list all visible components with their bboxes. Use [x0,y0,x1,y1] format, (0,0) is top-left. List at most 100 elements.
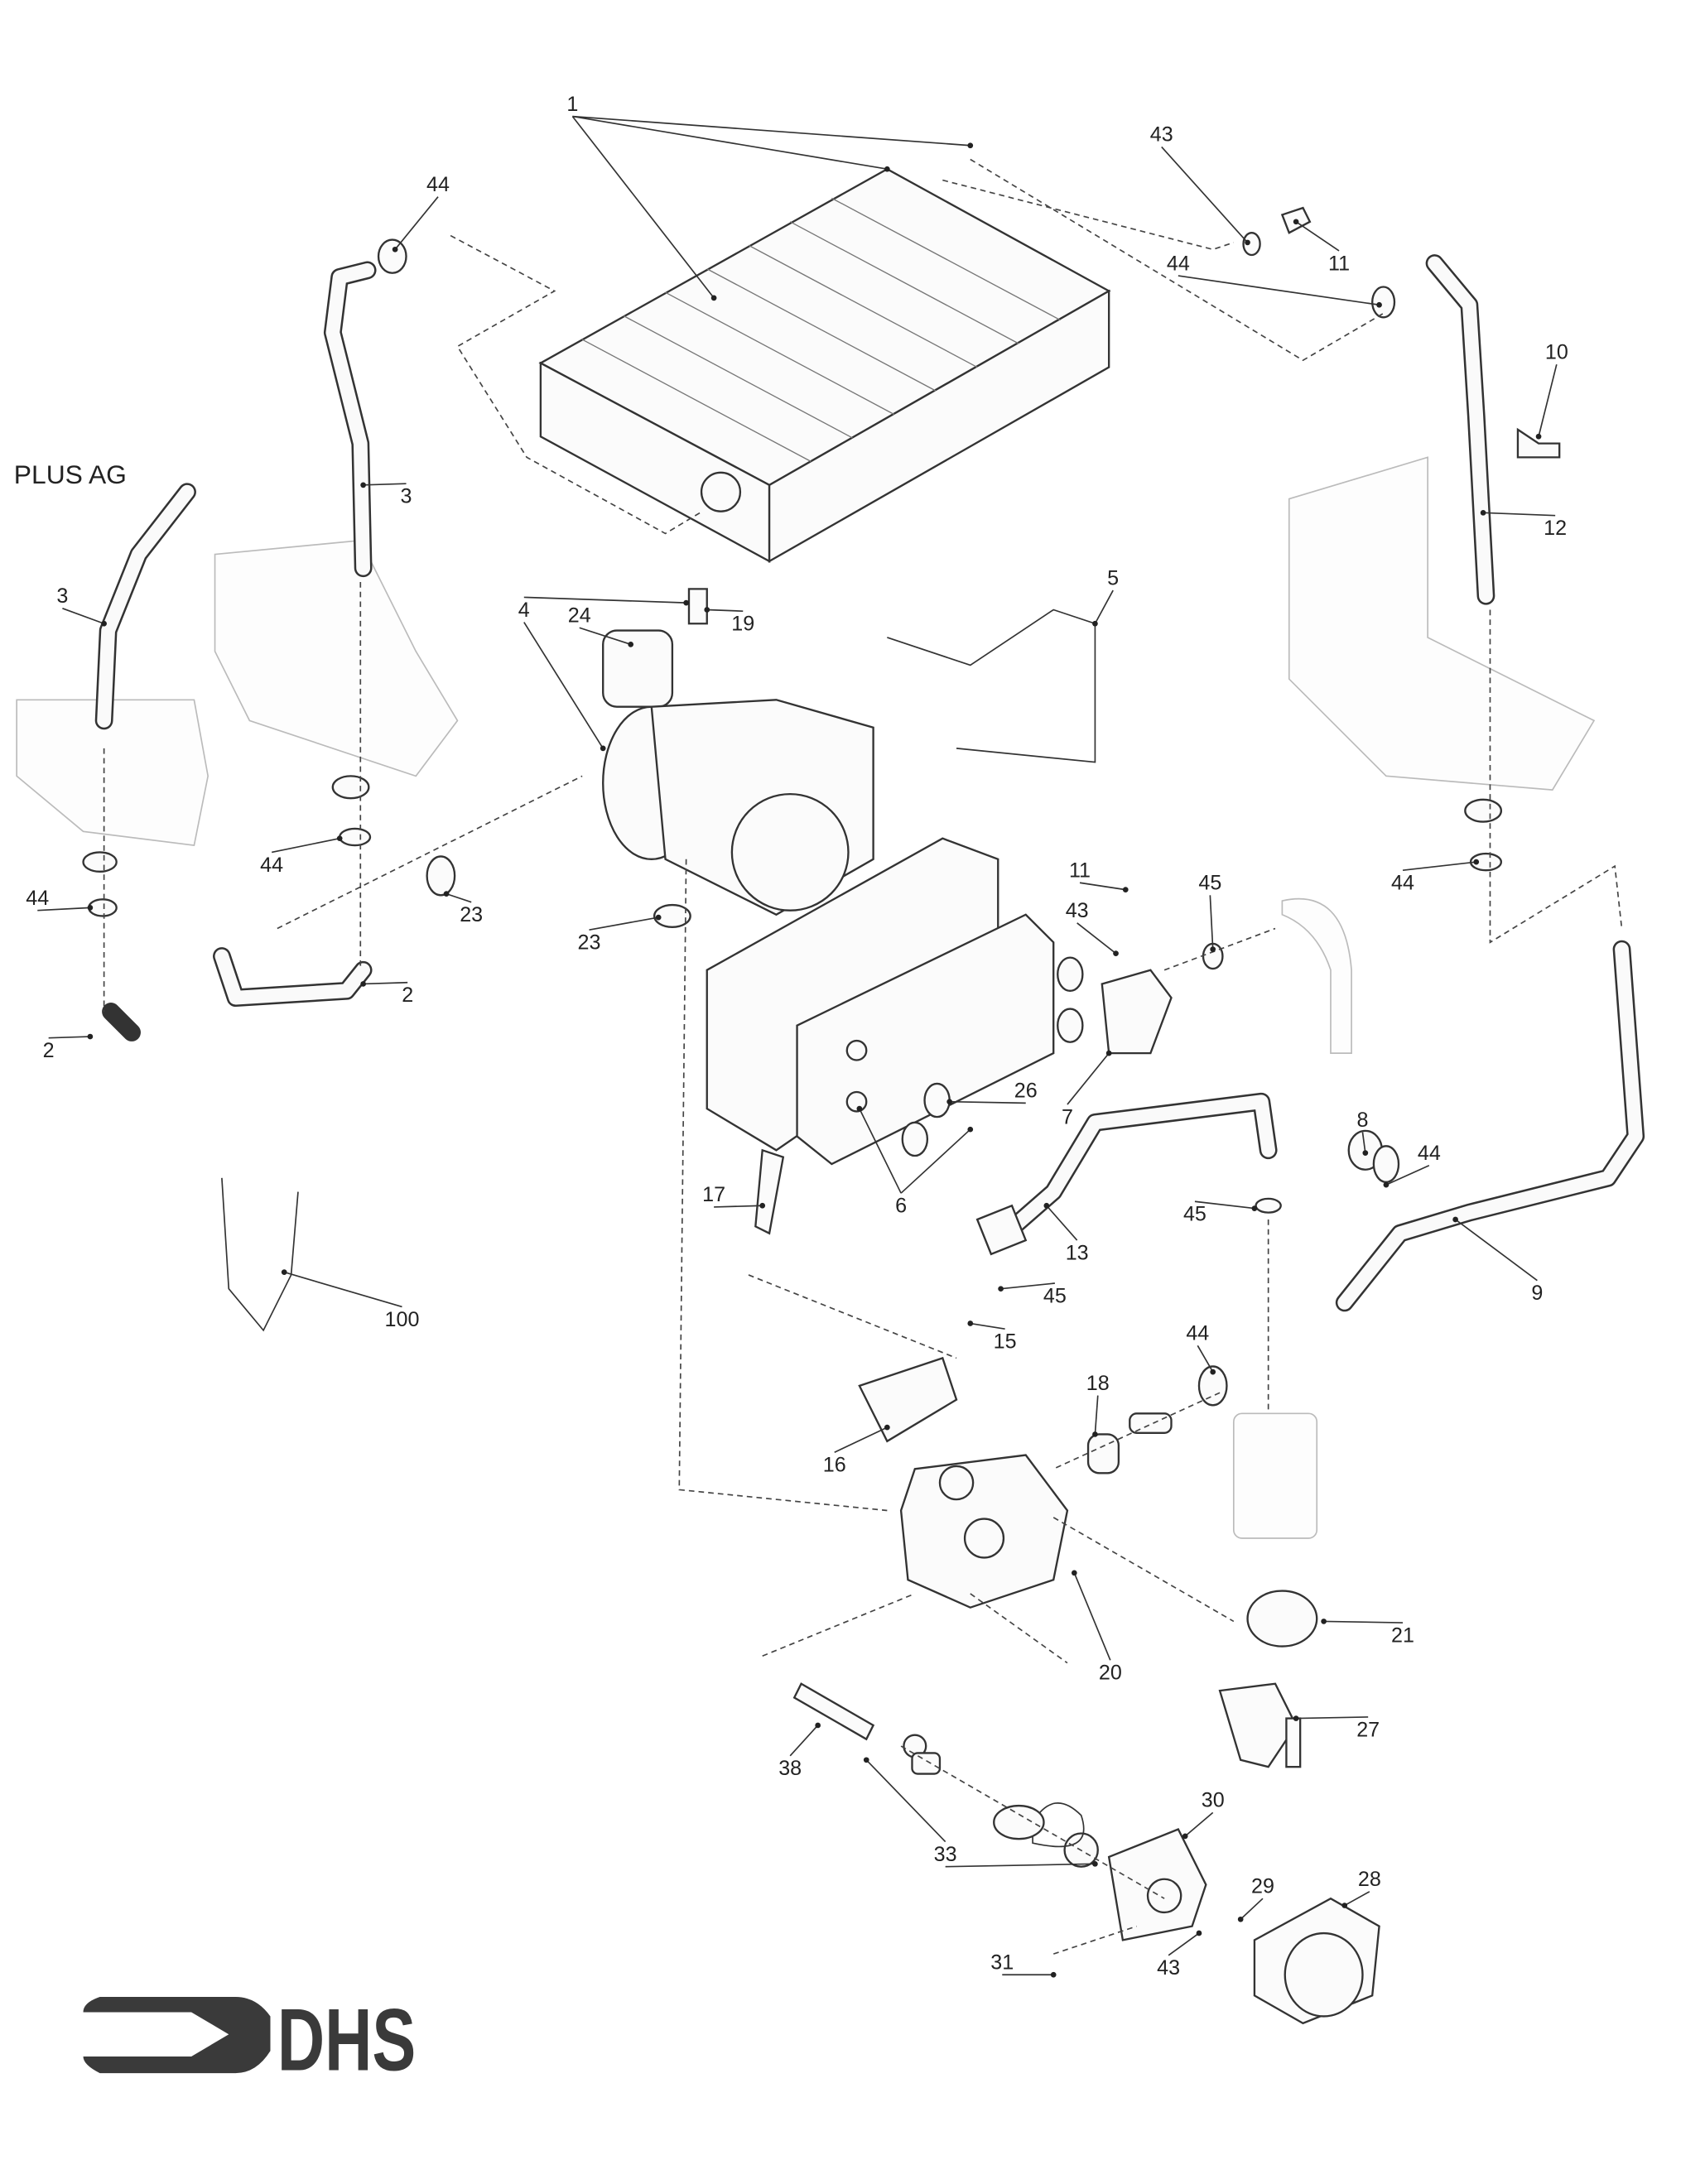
leader-line-2 [363,981,408,985]
leader-dot [884,166,890,172]
diverter-valve-cover [1032,1802,1207,1941]
callout-8: 8 [1356,1109,1368,1132]
leader-dot [101,620,107,627]
callout-45: 45 [1198,872,1221,895]
leader-dot [1362,1150,1369,1156]
ghost-frame-left [16,539,459,846]
leader-dot [392,246,398,253]
leader-dot [1113,950,1119,956]
callout-3: 3 [401,485,412,508]
callout-43: 43 [1150,123,1173,147]
leader-dot [683,599,689,606]
leader-line-44 [37,907,90,912]
leader-line-3 [363,483,407,486]
leader-dot [600,745,606,752]
callout-23: 23 [460,903,483,926]
leader-dot [1376,301,1382,308]
leader-line-19 [706,609,744,613]
leader-line-38 [789,1725,819,1757]
callout-21: 21 [1391,1624,1414,1648]
leader-dot [281,1269,287,1275]
leader-line-13 [1046,1205,1078,1241]
leader-dot [1122,887,1129,892]
leader-dot [967,1321,974,1326]
leader-line-43 [1076,922,1117,955]
leader-dot [336,835,343,842]
leader-line-6 [859,1108,902,1194]
callout-2: 2 [43,1039,55,1062]
leader-line-2 [48,1036,90,1039]
callout-31: 31 [990,1951,1014,1975]
leader-line-44 [1197,1345,1214,1373]
leader-line-45 [1000,1282,1055,1290]
leader-line-1 [572,115,971,147]
leader-line-43 [1168,1932,1200,1956]
leader-line-4 [523,622,604,749]
callout-16: 16 [823,1454,846,1477]
leader-line-3 [62,608,104,625]
leader-dot [1293,219,1299,225]
ghost-frame-right [1232,456,1596,1539]
leader-dot [1092,620,1098,627]
leader-line-44 [1402,861,1476,872]
leader-line-11 [1079,882,1126,891]
leader-dot [815,1722,821,1729]
callout-29: 29 [1251,1874,1274,1898]
leader-dot [87,905,94,911]
callout-45: 45 [1043,1284,1067,1307]
callout-44: 44 [26,887,49,910]
leader-line-6 [900,1128,971,1194]
leader-dot [628,641,634,647]
leader-dot [1092,1431,1098,1437]
leader-line-45 [1194,1200,1255,1210]
leader-dot [967,142,974,149]
fittings [82,206,1561,1434]
leader-dot [1182,1833,1188,1840]
leader-dot [360,482,366,488]
callout-38: 38 [778,1757,802,1780]
diverter-motor [1253,1897,1380,2025]
leader-dot [884,1424,890,1431]
leader-line-7 [1067,1052,1110,1105]
leader-dot [856,1105,863,1112]
leader-line-17 [714,1205,763,1208]
leader-line-44 [394,196,439,250]
variant-label: PLUS AG [14,459,127,489]
leader-line-44 [1178,275,1380,306]
callout-44: 44 [1418,1142,1441,1165]
callout-5: 5 [1107,566,1119,589]
leader-line-43 [1161,146,1249,243]
leader-line-26 [949,1100,1026,1104]
callout-7: 7 [1062,1105,1073,1128]
callout-10: 10 [1545,341,1568,364]
leader-line-8 [1361,1132,1366,1153]
leader-dot [946,1099,953,1105]
leader-dot [1210,1369,1216,1375]
pipes [94,254,1645,1312]
leader-dot [443,891,450,897]
leader-dot [87,1033,94,1040]
callout-4: 4 [518,599,530,622]
leader-dot [1452,1216,1458,1223]
leader-dot [1473,859,1480,865]
leader-line-16 [834,1426,888,1453]
callout-30: 30 [1202,1789,1225,1812]
callout-27: 27 [1356,1718,1380,1741]
leader-dot [967,1126,974,1133]
callout-44: 44 [426,173,450,196]
leader-line-1 [571,116,715,299]
leader-line-45 [1209,895,1214,950]
leader-line-44 [271,837,340,854]
leader-dot [1092,1860,1098,1867]
leader-dot [1321,1619,1327,1624]
leader-dot [1210,946,1216,952]
hydraulic-block [858,1356,1120,1609]
leader-line-4 [523,596,686,604]
callout-2: 2 [402,984,413,1007]
callout-24: 24 [568,604,591,628]
leader-dot [759,1202,766,1209]
callout-44: 44 [260,854,283,877]
leader-dot [998,1286,1004,1292]
